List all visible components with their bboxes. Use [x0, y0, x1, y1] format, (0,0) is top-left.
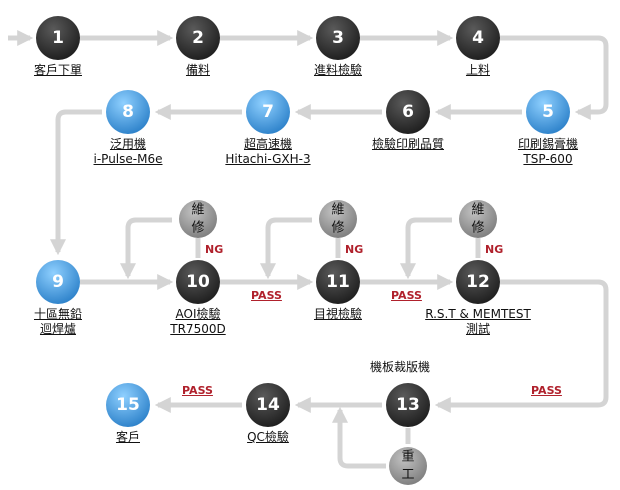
- step-label-line1-1: 客戶下單: [33, 63, 82, 77]
- step-label-line1-6: 檢驗印刷品質: [371, 137, 444, 151]
- step-label-line1-15: 客戶: [115, 430, 140, 444]
- step-number-15: 15: [116, 395, 140, 415]
- step-label-line1-5: 印刷錫膏機: [517, 137, 578, 151]
- repair-char1-2: 維: [331, 203, 344, 218]
- step-node-1: [36, 16, 80, 60]
- step-label-line1-2: 備料: [185, 63, 210, 77]
- step-label-14[interactable]: QC檢驗: [188, 430, 348, 445]
- ng-label-2: NG: [345, 243, 364, 256]
- rework-node: [389, 447, 427, 485]
- step-label-6[interactable]: 檢驗印刷品質: [328, 137, 488, 152]
- step-number-3: 3: [332, 28, 344, 48]
- step-label-line1-14: QC檢驗: [247, 430, 289, 444]
- repair-node-3: [459, 200, 497, 238]
- rework-loop: [331, 406, 386, 469]
- step-label-line2-9: 迴焊爐: [39, 322, 76, 336]
- ng-label-1: NG: [205, 243, 224, 256]
- repair-char2-2: 修: [331, 221, 344, 236]
- pass-label-4: PASS: [182, 384, 213, 397]
- step-label-line2-8: i-Pulse-M6e: [93, 152, 163, 166]
- step-number-11: 11: [326, 272, 350, 292]
- step-number-13: 13: [396, 395, 420, 415]
- step-label-line2-10: TR7500D: [170, 322, 226, 336]
- step-node-11: [316, 260, 360, 304]
- step-node-7: [246, 90, 290, 134]
- step-node-4: [456, 16, 500, 60]
- ng-label-3: NG: [485, 243, 504, 256]
- step-node-14: [246, 383, 290, 427]
- step-node-9: [36, 260, 80, 304]
- pass-label-1: PASS: [251, 289, 282, 302]
- step-number-12: 12: [466, 272, 490, 292]
- step-label-line1-12: R.S.T & MEMTEST: [425, 307, 531, 321]
- repair-char1-3: 維: [471, 203, 484, 218]
- step-number-4: 4: [472, 28, 484, 48]
- repair-loop-11: [259, 217, 312, 280]
- step-label-line1-9: 十區無鉛: [33, 307, 82, 321]
- step-label-line2-7: Hitachi-GXH-3: [225, 152, 311, 166]
- step-label-line1-7: 超高速機: [243, 137, 292, 151]
- step-label-2[interactable]: 備料: [118, 63, 278, 78]
- flow-arrow-8-9: [49, 109, 102, 256]
- step-label-line2-12: 測試: [465, 322, 490, 336]
- pass-label-2: PASS: [391, 289, 422, 302]
- step-node-2: [176, 16, 220, 60]
- pass-label-3: PASS: [531, 384, 562, 397]
- step-label-3[interactable]: 進料檢驗: [258, 63, 418, 78]
- step-number-5: 5: [542, 102, 554, 122]
- repair-node-2: [319, 200, 357, 238]
- step-number-9: 9: [52, 272, 64, 292]
- rework-char1: 重: [401, 449, 414, 465]
- repair-char2-3: 修: [471, 221, 484, 236]
- step-label-9[interactable]: 十區無鉛迴焊爐: [0, 307, 138, 337]
- step-label-4[interactable]: 上料: [398, 63, 558, 78]
- step-node-3: [316, 16, 360, 60]
- rework-char2: 工: [401, 468, 414, 483]
- step-node-5: [526, 90, 570, 134]
- step-label-line1-8: 泛用機: [109, 137, 146, 151]
- step-number-14: 14: [256, 395, 280, 415]
- step-node-8: [106, 90, 150, 134]
- step-node-12: [456, 260, 500, 304]
- step-number-10: 10: [186, 272, 210, 292]
- step-label-1[interactable]: 客戶下單: [0, 63, 138, 78]
- step-label-line1-11: 目視檢驗: [313, 307, 362, 321]
- repair-char2-1: 修: [191, 221, 204, 236]
- step-node-10: [176, 260, 220, 304]
- step-number-8: 8: [122, 102, 134, 122]
- step-label-line1-3: 進料檢驗: [313, 63, 362, 77]
- flow-arrow-4-5: [500, 35, 609, 121]
- step-label-15[interactable]: 客戶: [48, 430, 208, 445]
- repair-loop-12: [399, 217, 452, 280]
- step-node-15: [106, 383, 150, 427]
- step-label-line1-10: AOI檢驗: [175, 307, 221, 321]
- repair-node-1: [179, 200, 217, 238]
- step-number-6: 6: [402, 102, 414, 122]
- step-label-line1-4: 上料: [465, 63, 490, 77]
- flow-arrow-12-13: [434, 279, 609, 414]
- step-node-6: [386, 90, 430, 134]
- step-label-line2-5: TSP-600: [523, 152, 573, 166]
- board-cut-label: 機板裁版機: [370, 360, 431, 374]
- repair-loop-10: [119, 217, 172, 280]
- step-number-7: 7: [262, 102, 274, 122]
- step-number-2: 2: [192, 28, 204, 48]
- step-node-13: [386, 383, 430, 427]
- step-number-1: 1: [52, 28, 64, 48]
- step-label-11[interactable]: 目視檢驗: [258, 307, 418, 322]
- repair-char1-1: 維: [191, 203, 204, 218]
